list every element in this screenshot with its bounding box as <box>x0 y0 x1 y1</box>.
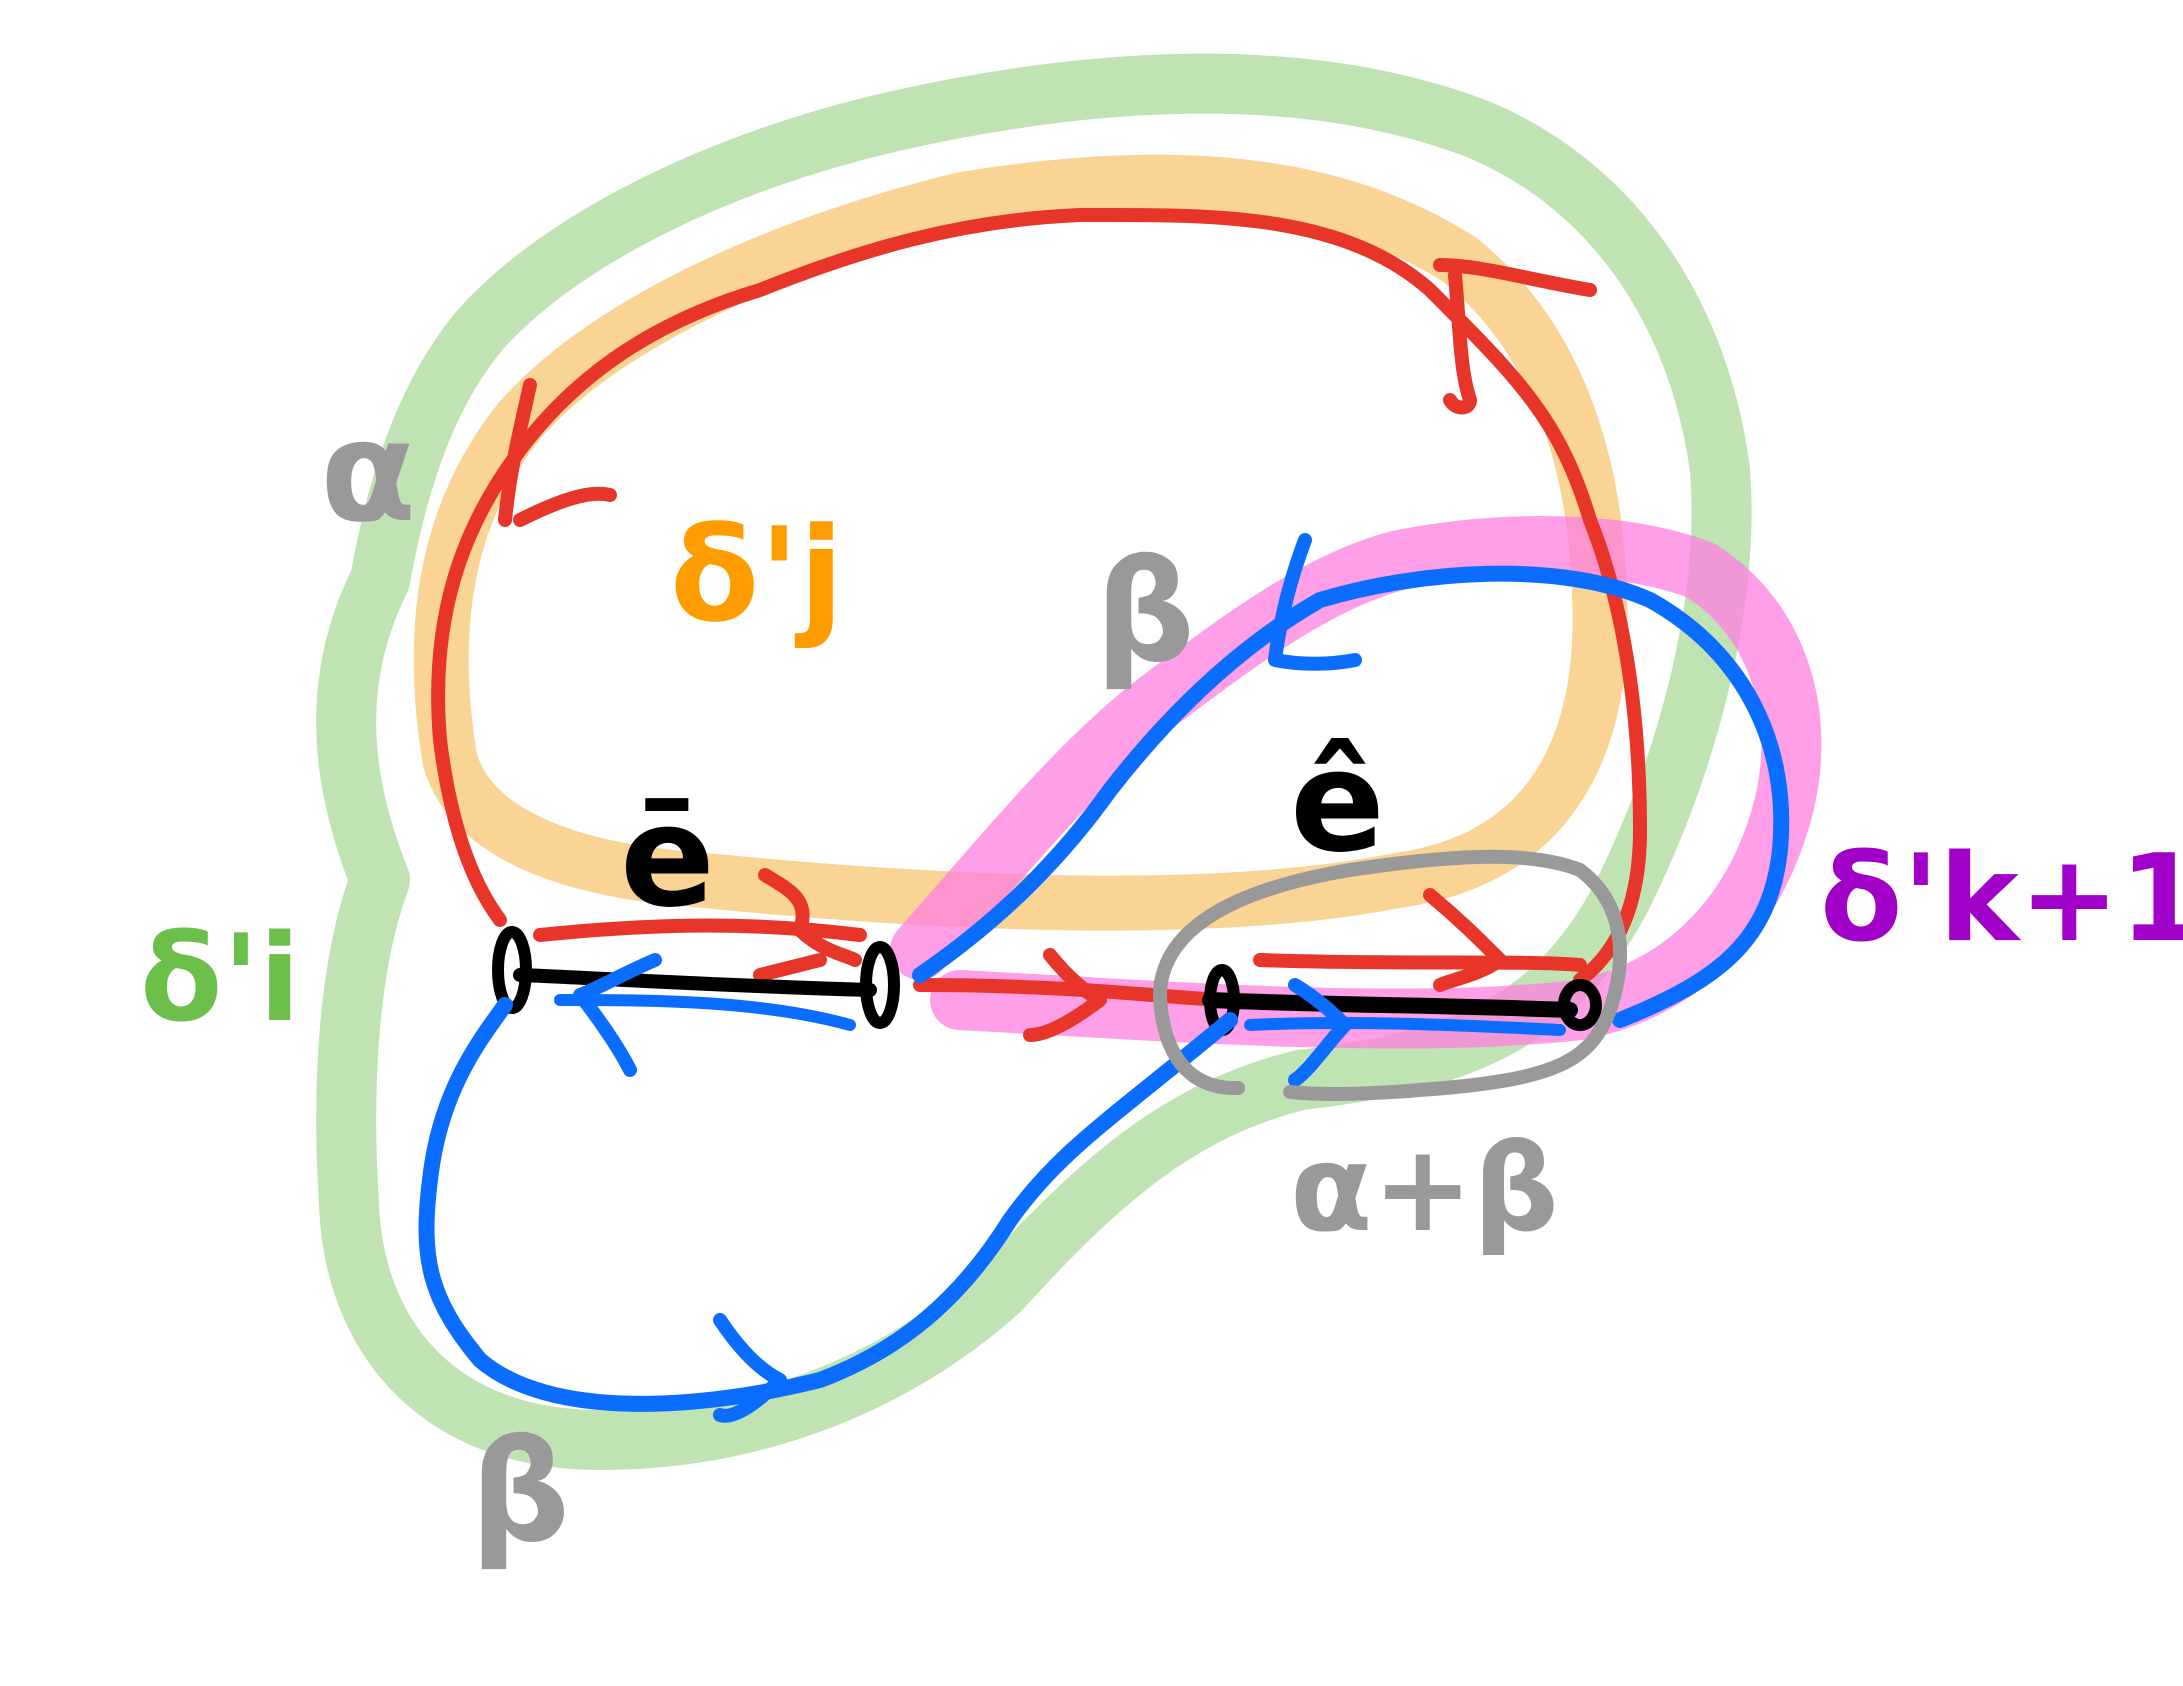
highlight-layer <box>316 53 1822 1470</box>
node-right-2 <box>1558 979 1602 1031</box>
red-arrow-far-right <box>1423 888 1507 992</box>
red-path-alpha <box>431 207 1647 1042</box>
delta-j-label: δ'j <box>670 499 844 651</box>
blue-arrow-top <box>1268 533 1362 671</box>
blue-path-beta <box>418 533 1790 1423</box>
red-arrow-mid <box>753 868 862 982</box>
gray-loop <box>1153 849 1627 1102</box>
blue-lower-loop <box>418 997 1238 1412</box>
blue-lower-edge <box>554 994 1566 1036</box>
blue-arrow-bottom <box>713 1313 787 1423</box>
alpha-plus-beta-label: α+β <box>1290 1120 1559 1259</box>
beta-bottom-label: β <box>470 1411 570 1574</box>
blue-upper-loop <box>912 565 1790 1028</box>
delta-i-label: δ'i <box>140 910 300 1049</box>
red-arrow-top-right <box>1433 258 1597 415</box>
red-arrow-right-edge <box>1023 948 1107 1042</box>
orange-region-delta-j <box>413 154 1628 931</box>
delta-k1-label: δ'k+1 <box>1820 830 2183 969</box>
edge-e-bar <box>513 968 877 997</box>
labels: α β β α+β ē ê δ'j δ'i δ'k+1 <box>140 391 2183 1574</box>
pink-region-delta-k1 <box>890 516 1822 1049</box>
e-bar-label: ē <box>620 776 715 939</box>
alpha-top-label: α <box>320 391 416 554</box>
red-outer-loop <box>431 207 1647 987</box>
red-arrow-top-left <box>498 378 617 527</box>
beta-top-label: β <box>1095 531 1195 694</box>
green-region-delta-i <box>316 53 1752 1470</box>
blue-arrow-right-edge <box>1288 978 1352 1087</box>
node-mid <box>860 941 900 1029</box>
e-hat-label: ê <box>1290 721 1385 884</box>
edge-e-hat <box>1202 992 1578 1018</box>
blue-arrow-left <box>573 953 662 1077</box>
